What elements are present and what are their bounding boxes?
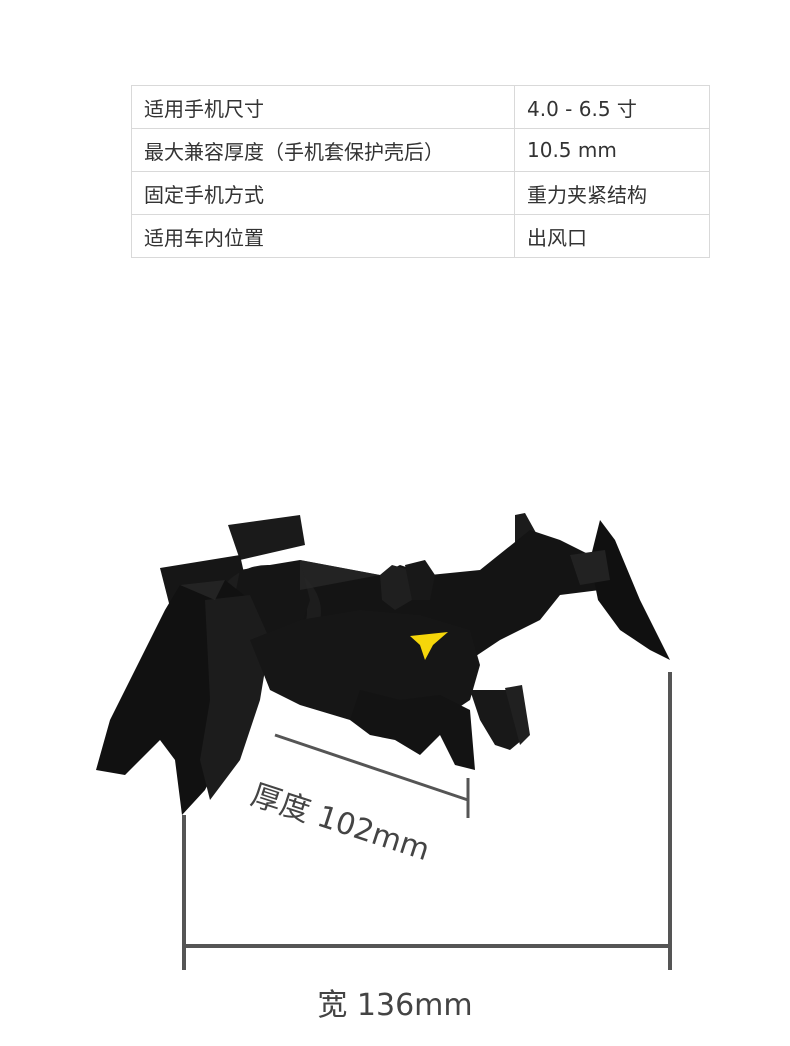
- depth-dimension-line: [274, 733, 470, 818]
- spec-label: 最大兼容厚度（手机套保护壳后）: [131, 128, 515, 172]
- mount-body: [96, 513, 670, 815]
- spec-label: 适用车内位置: [131, 214, 515, 258]
- width-dimension-line: [182, 672, 672, 970]
- spec-value: 4.0 - 6.5 寸: [514, 85, 710, 129]
- spec-value: 出风口: [514, 214, 710, 258]
- spec-value: 重力夹紧结构: [514, 171, 710, 215]
- spec-table: 适用手机尺寸 4.0 - 6.5 寸 最大兼容厚度（手机套保护壳后） 10.5 …: [131, 85, 710, 258]
- width-label: 宽 136mm: [317, 988, 473, 1023]
- spec-row: 适用手机尺寸 4.0 - 6.5 寸: [131, 85, 710, 129]
- logo-icon: [410, 632, 448, 660]
- spec-row: 适用车内位置 出风口: [131, 214, 710, 258]
- spec-label: 适用手机尺寸: [131, 85, 515, 129]
